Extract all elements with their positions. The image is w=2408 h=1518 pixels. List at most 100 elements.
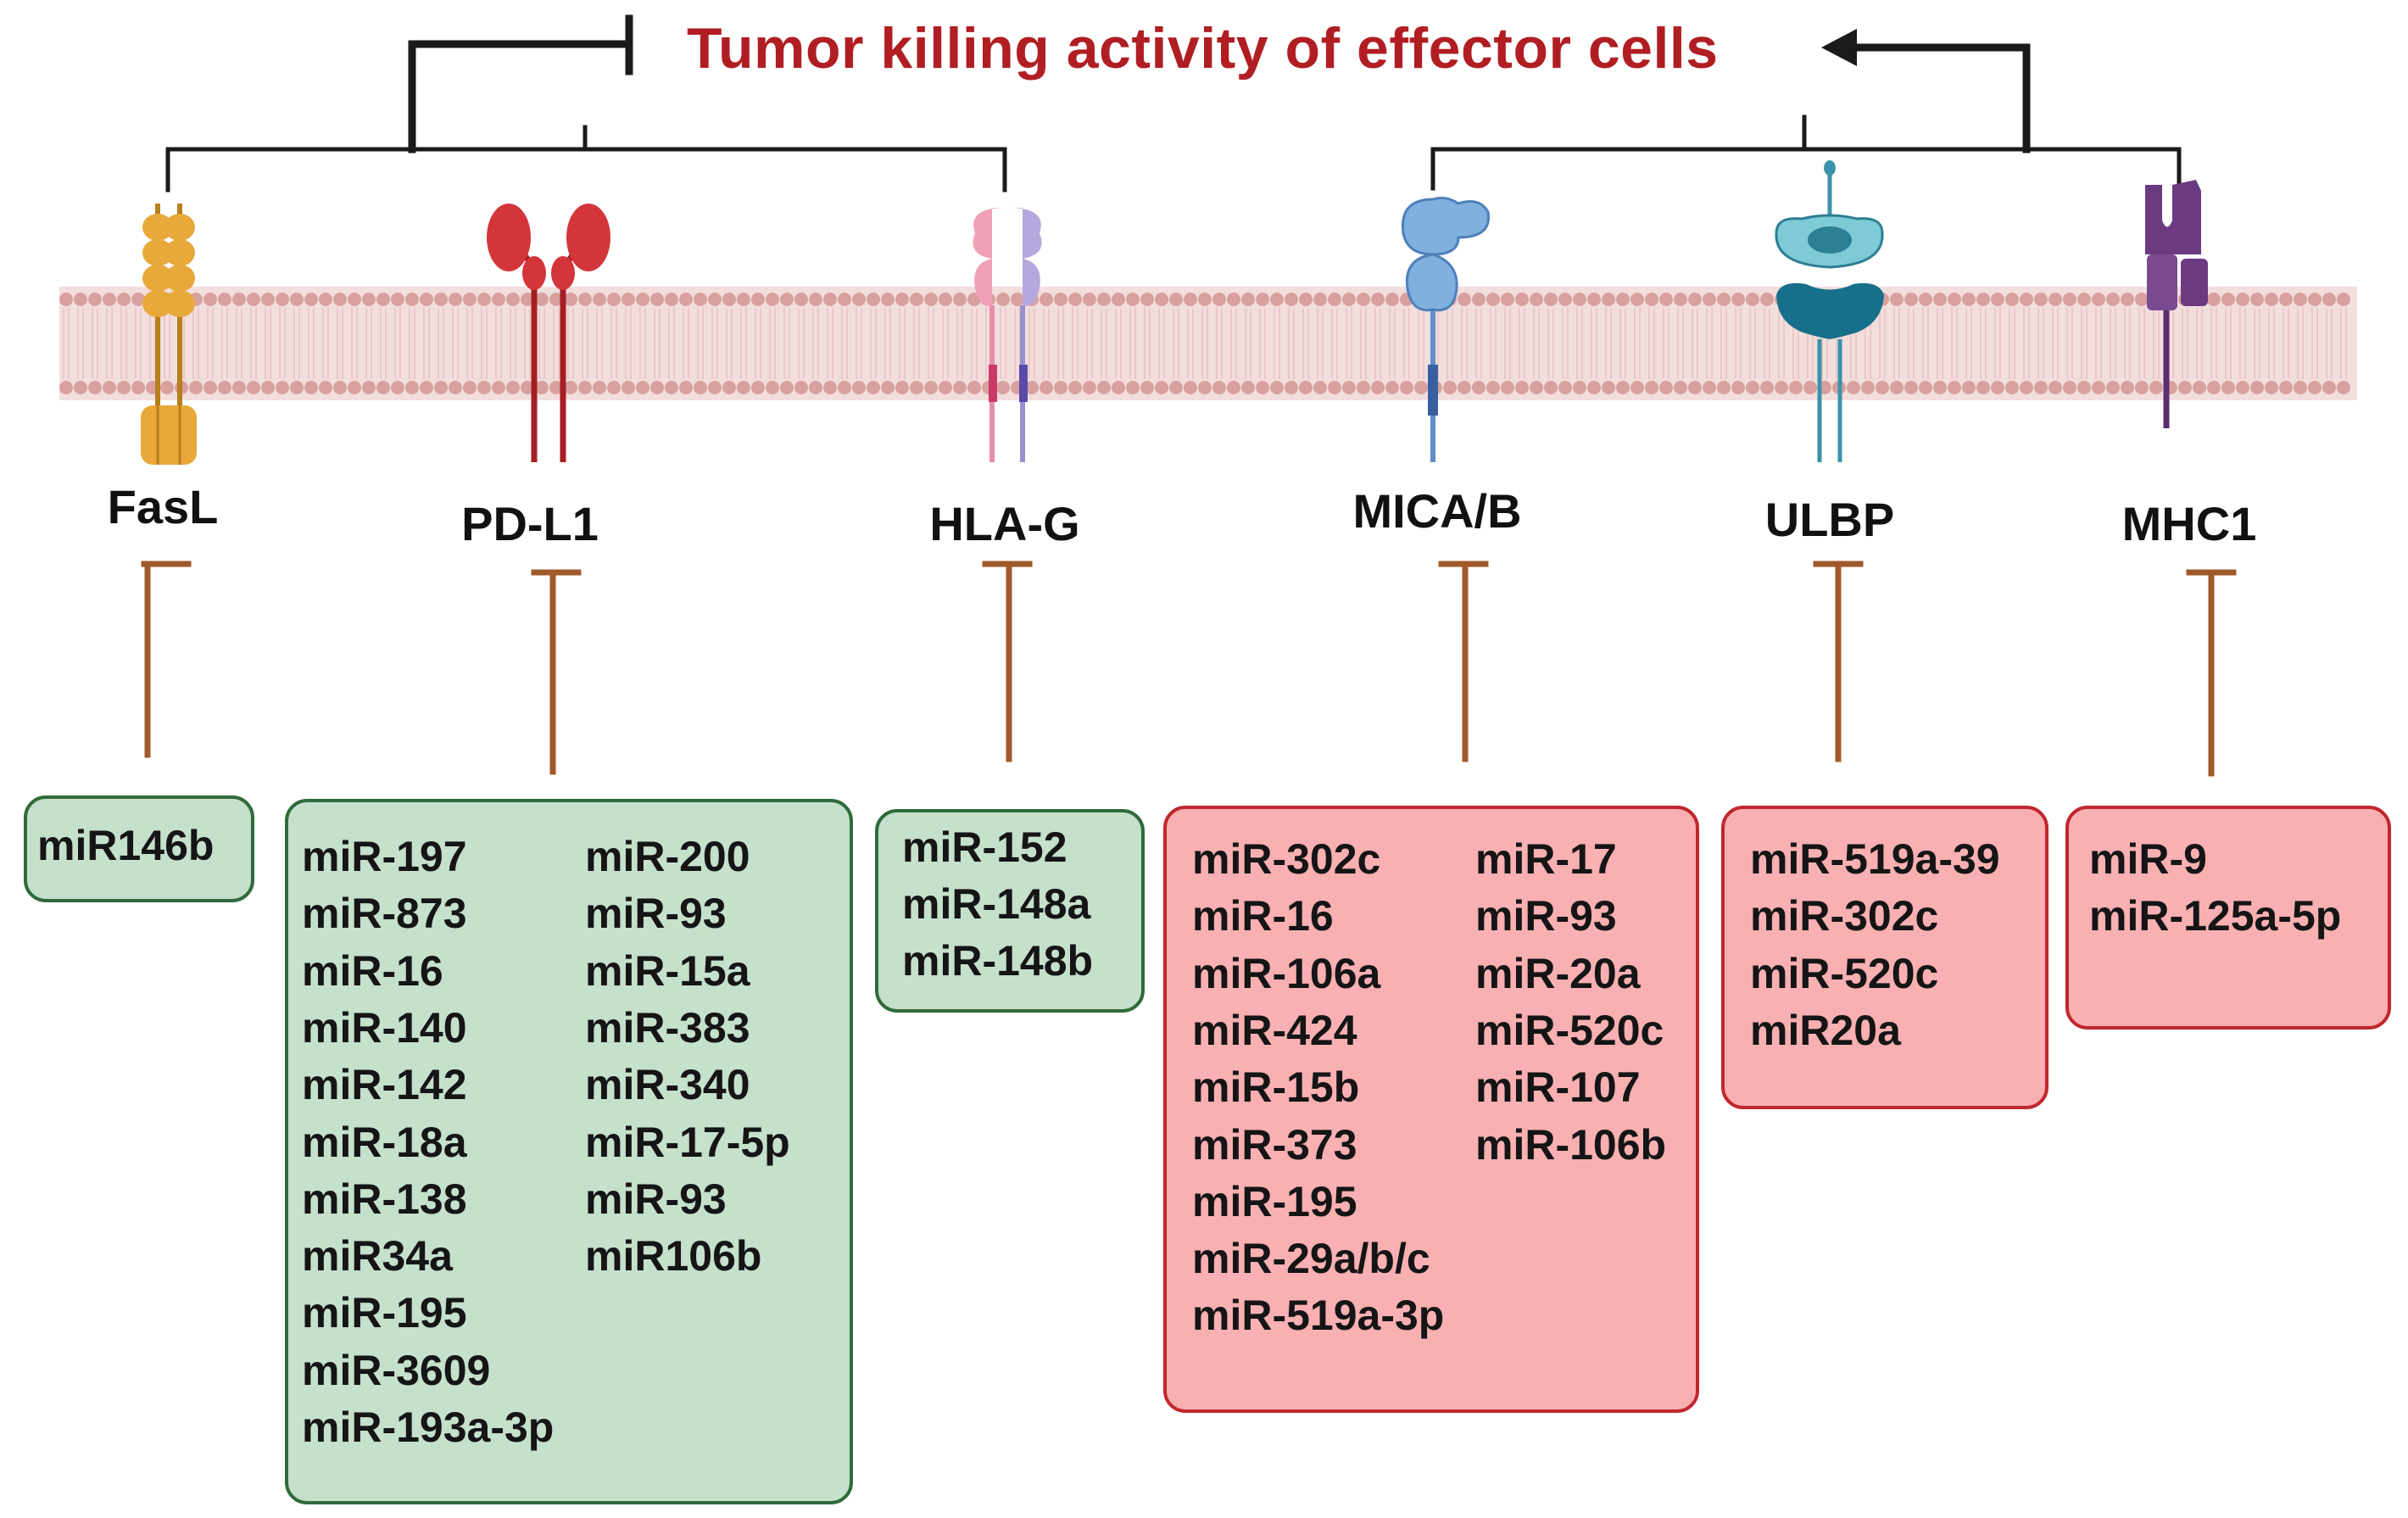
lipid-head	[809, 381, 822, 394]
lipid-head	[823, 381, 837, 394]
receptor-label-fasl: FasL	[107, 480, 219, 533]
lipid-head	[74, 293, 87, 306]
lipid-head	[1227, 381, 1240, 394]
lipid-head	[1385, 293, 1399, 306]
lipid-head	[910, 381, 923, 394]
mirna-label-ulbp: miR-519a-39	[1750, 835, 2000, 883]
lipid-head	[2279, 381, 2293, 394]
lipid-head	[1573, 293, 1586, 306]
lipid-head	[2077, 381, 2091, 394]
lipid-head	[492, 381, 505, 394]
lipid-head	[319, 293, 332, 306]
lipid-tail	[1446, 308, 1453, 379]
lipid-head	[88, 381, 102, 394]
lipid-head	[535, 381, 549, 394]
lipid-tail	[1965, 308, 1972, 379]
lipid-tail	[1778, 308, 1785, 379]
lipid-head	[1933, 293, 1947, 306]
lipid-head	[650, 293, 664, 306]
lipid-head	[2063, 381, 2076, 394]
lipid-head	[2063, 293, 2076, 306]
lipid-tail	[1057, 308, 1064, 379]
lipid-head	[1285, 381, 1298, 394]
receptor-label-micab: MICA/B	[1352, 484, 1522, 538]
lipid-tail	[956, 308, 963, 379]
lipid-tail	[1144, 308, 1151, 379]
lipid-head	[1530, 293, 1543, 306]
lipid-head	[1544, 293, 1558, 306]
lipid-head	[1241, 381, 1255, 394]
lipid-tail	[538, 308, 545, 379]
lipid-head	[1904, 381, 1918, 394]
lipid-head	[2265, 381, 2278, 394]
lipid-tail	[207, 308, 214, 379]
lipid-tail	[2311, 308, 2318, 379]
lipid-head	[1212, 381, 1226, 394]
lipid-tail	[913, 308, 920, 379]
lipid-tail	[1101, 308, 1107, 379]
lipid-head	[1256, 381, 1269, 394]
lipid-tail	[466, 308, 473, 379]
lipid-head	[1501, 381, 1514, 394]
lipid-head	[636, 293, 649, 306]
lipid-head	[694, 381, 707, 394]
lipid-head	[1760, 293, 1774, 306]
lipid-tail	[279, 308, 286, 379]
lipid-head	[852, 293, 866, 306]
mirna-label-micab: miR-106a	[1192, 949, 1381, 997]
lipid-head	[1919, 293, 1932, 306]
lipid-head	[1112, 381, 1125, 394]
lipid-head	[1616, 293, 1630, 306]
lipid-head	[1054, 293, 1067, 306]
lipid-head	[1630, 293, 1644, 306]
receptor-label-pdl1: PD-L1	[461, 497, 599, 550]
lipid-tail	[1461, 308, 1468, 379]
lipid-head	[434, 293, 448, 306]
mirna-label-micab: miR-519a-3p	[1192, 1292, 1445, 1340]
lipid-head	[2178, 381, 2192, 394]
lipid-tail	[1317, 308, 1324, 379]
lipid-head	[1731, 381, 1745, 394]
lipid-tail	[1418, 308, 1424, 379]
lipid-head	[1140, 293, 1154, 306]
lipid-tail	[337, 308, 343, 379]
lipid-head	[1328, 381, 1341, 394]
lipid-head	[1587, 293, 1601, 306]
lipid-head	[1847, 381, 1860, 394]
lipid-head	[449, 381, 462, 394]
lipid-head	[2193, 381, 2206, 394]
lipid-head	[838, 293, 851, 306]
mirna-label-pdl1: miR106b	[585, 1232, 762, 1281]
lipid-head	[1184, 293, 1197, 306]
lipid-head	[1558, 381, 1572, 394]
lipid-tail	[1173, 308, 1179, 379]
lipid-head	[2020, 381, 2033, 394]
lipid-head	[1659, 381, 1673, 394]
lipid-tail	[120, 308, 127, 379]
lipid-tail	[841, 308, 848, 379]
lipid-head	[636, 381, 649, 394]
lipid-head	[362, 381, 376, 394]
lipid-head	[1270, 381, 1284, 394]
lipid-tail	[2254, 308, 2260, 379]
mirna-label-micab: miR-17	[1475, 835, 1617, 883]
lipid-tail	[567, 308, 574, 379]
lipid-head	[348, 381, 361, 394]
lipid-head	[708, 293, 722, 306]
lipid-head	[477, 381, 491, 394]
lipid-head	[2092, 381, 2105, 394]
lipid-head	[247, 381, 260, 394]
lipid-head	[751, 381, 765, 394]
lipid-tail	[884, 308, 891, 379]
mirna-inhibition-lines	[141, 561, 2237, 777]
lipid-tail	[2268, 308, 2275, 379]
lipid-head	[1616, 381, 1630, 394]
lipid-tail	[1980, 308, 1987, 379]
lipid-head	[218, 293, 231, 306]
fasl-receptor-icon	[141, 204, 197, 465]
lipid-head	[939, 293, 952, 306]
lipid-head	[967, 381, 981, 394]
lipid-head	[1357, 381, 1370, 394]
lipid-head	[1587, 381, 1601, 394]
lipid-tail	[423, 308, 430, 379]
